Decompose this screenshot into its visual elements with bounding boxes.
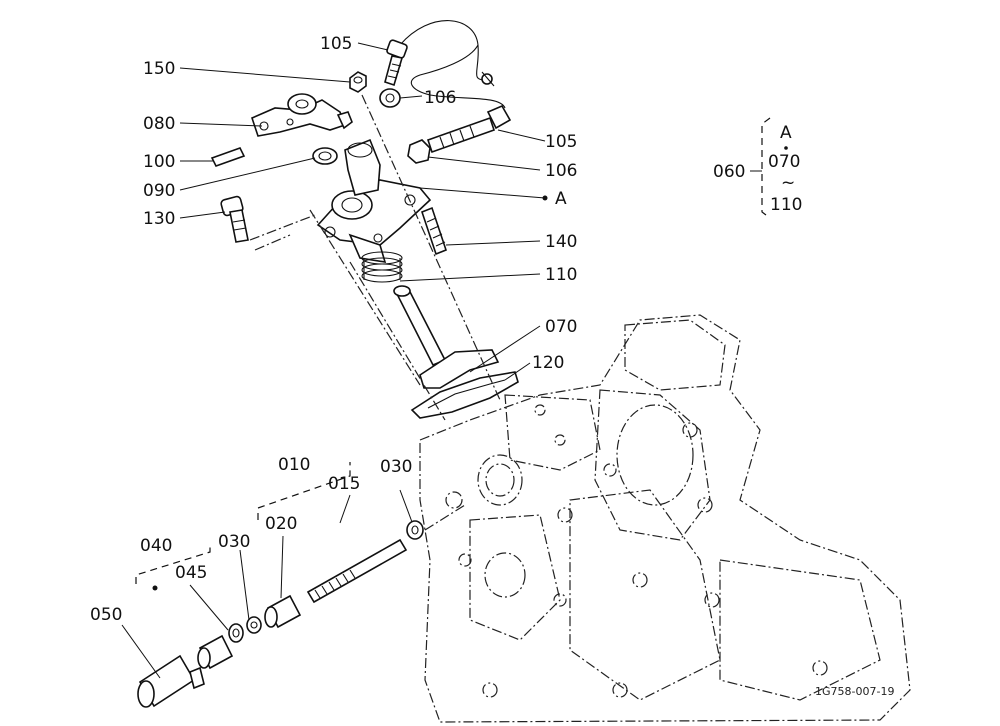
part-labels: 105 150 106 080 105 100 106 090 A 130 14… <box>90 34 577 625</box>
washer-030-right <box>406 520 424 540</box>
leader-lines <box>121 42 546 679</box>
label-030-left: 030 <box>218 532 250 552</box>
spring-110 <box>361 251 403 283</box>
label-020: 020 <box>265 514 297 534</box>
label-130: 130 <box>143 209 175 229</box>
label-106-right: 106 <box>545 161 577 181</box>
label-070: 070 <box>545 317 577 337</box>
group-060-top: A <box>780 123 792 143</box>
pin-100 <box>210 147 246 167</box>
label-090: 090 <box>143 181 175 201</box>
ref-point-040 <box>152 585 158 591</box>
group-060-callout: 060 A 070 ~ 110 <box>713 117 802 219</box>
label-a: A <box>555 189 567 209</box>
label-080: 080 <box>143 114 175 134</box>
label-040: 040 <box>140 536 172 556</box>
nut-106-right <box>407 139 431 164</box>
rod-015 <box>306 538 408 604</box>
label-105-right: 105 <box>545 132 577 152</box>
label-060: 060 <box>713 162 745 182</box>
label-050: 050 <box>90 605 122 625</box>
label-110: 110 <box>545 265 577 285</box>
ring-045 <box>228 623 244 643</box>
label-015: 015 <box>328 474 360 494</box>
group-060-range: ~ <box>781 173 795 193</box>
engine-housing <box>419 314 911 723</box>
label-030-right: 030 <box>380 457 412 477</box>
lever-080 <box>251 93 353 137</box>
group-060-mid: 070 <box>768 152 800 172</box>
governor-housing <box>316 138 432 263</box>
bolt-130 <box>220 195 249 243</box>
label-140: 140 <box>545 232 577 252</box>
label-045: 045 <box>175 563 207 583</box>
ref-point-a <box>542 195 548 201</box>
label-120: 120 <box>532 353 564 373</box>
seal-090 <box>312 147 338 165</box>
nut-106-top <box>379 88 401 108</box>
bolt-105-right <box>426 104 512 154</box>
sleeve-045-body <box>197 634 234 670</box>
sleeve-050 <box>137 654 205 708</box>
sleeve-020 <box>264 594 302 629</box>
label-106-top: 106 <box>424 88 456 108</box>
stud-140 <box>421 206 447 256</box>
drawing-code: 1G758-007-19 <box>815 685 894 698</box>
bracket-040 <box>135 545 211 584</box>
label-150: 150 <box>143 59 175 79</box>
wire-loop <box>399 20 506 109</box>
shaft-070 <box>393 285 500 389</box>
gasket-120 <box>410 371 519 419</box>
label-100: 100 <box>143 152 175 172</box>
label-010: 010 <box>278 455 310 475</box>
bolt-105-top <box>384 39 408 87</box>
bracket-010 <box>257 462 351 520</box>
washer-030-left <box>246 616 262 634</box>
label-105-top: 105 <box>320 34 352 54</box>
nut-150 <box>349 71 367 93</box>
group-060-bottom: 110 <box>770 195 802 215</box>
